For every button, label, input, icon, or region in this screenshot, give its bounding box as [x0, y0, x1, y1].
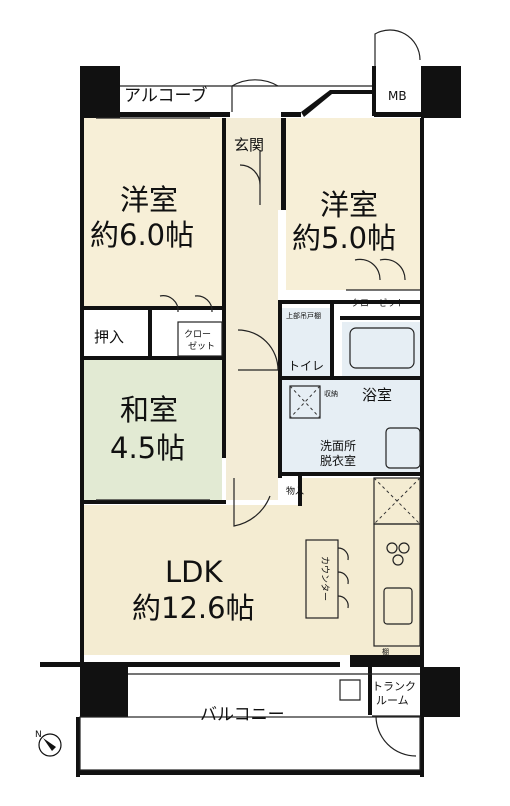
north-arrow-circle	[38, 733, 62, 757]
counter-label: カウンター	[319, 556, 330, 601]
japanese-room-size: 4.5帖	[110, 431, 185, 465]
trunk-room-label-2: ルーム	[376, 694, 409, 707]
washroom-fill	[281, 380, 422, 472]
trunk-room-label-1: トランク	[372, 680, 416, 693]
bath-label: 浴室	[362, 386, 392, 404]
oshiire-fill	[82, 318, 152, 356]
closet-mid-label-1: クロー	[184, 329, 211, 340]
western-room-6-size: 約6.0帖	[90, 218, 194, 252]
north-arrow-pointer	[43, 738, 56, 751]
kitchen-fill	[372, 478, 422, 655]
closet-mid-label-2: ゼット	[188, 340, 215, 352]
western-room-6-name: 洋室	[120, 183, 178, 217]
western-room-5-fill	[286, 118, 421, 290]
balcony-label: バルコニー	[200, 705, 285, 725]
storage-vertical-label: 収納	[324, 389, 338, 398]
hallway-fill	[226, 210, 278, 500]
closet-top-label: クローゼット	[351, 297, 405, 309]
entrance-fill	[226, 118, 281, 210]
walls	[40, 66, 461, 777]
labels: アルコーブ MB 玄関 洋室 約6.0帖 洋室 約5.0帖 クローゼット 押入 …	[90, 85, 417, 725]
ldk-name: LDK	[165, 555, 223, 589]
ldk-fill	[82, 478, 372, 655]
washroom-label-1: 洗面所	[320, 439, 356, 453]
toilet-fill	[281, 308, 331, 380]
toilet-label: トイレ	[288, 359, 324, 373]
oshiire-label: 押入	[94, 328, 124, 346]
storage-top-label: 上部吊戸棚	[286, 311, 321, 320]
western-room-5-name: 洋室	[320, 188, 378, 222]
mono-ire-label: 物入	[286, 485, 304, 497]
entrance-label: 玄関	[234, 136, 264, 154]
room-fills	[82, 118, 422, 655]
western-room-6-fill	[82, 118, 222, 308]
tana-label: 棚	[382, 647, 389, 656]
closet-mid-fill	[152, 318, 222, 356]
western-room-5-size: 約5.0帖	[292, 221, 396, 255]
japanese-room-fill	[82, 360, 222, 500]
north-label: N	[35, 730, 42, 740]
alcove-label: アルコーブ	[124, 85, 207, 106]
ldk-size: 約12.6帖	[132, 591, 255, 625]
details	[79, 29, 421, 771]
mb-label: MB	[388, 89, 407, 103]
north-arrow: N	[35, 730, 62, 757]
washroom-label-2: 脱衣室	[320, 453, 356, 468]
japanese-room-name: 和室	[120, 393, 178, 427]
ps-label: PS	[408, 658, 417, 666]
